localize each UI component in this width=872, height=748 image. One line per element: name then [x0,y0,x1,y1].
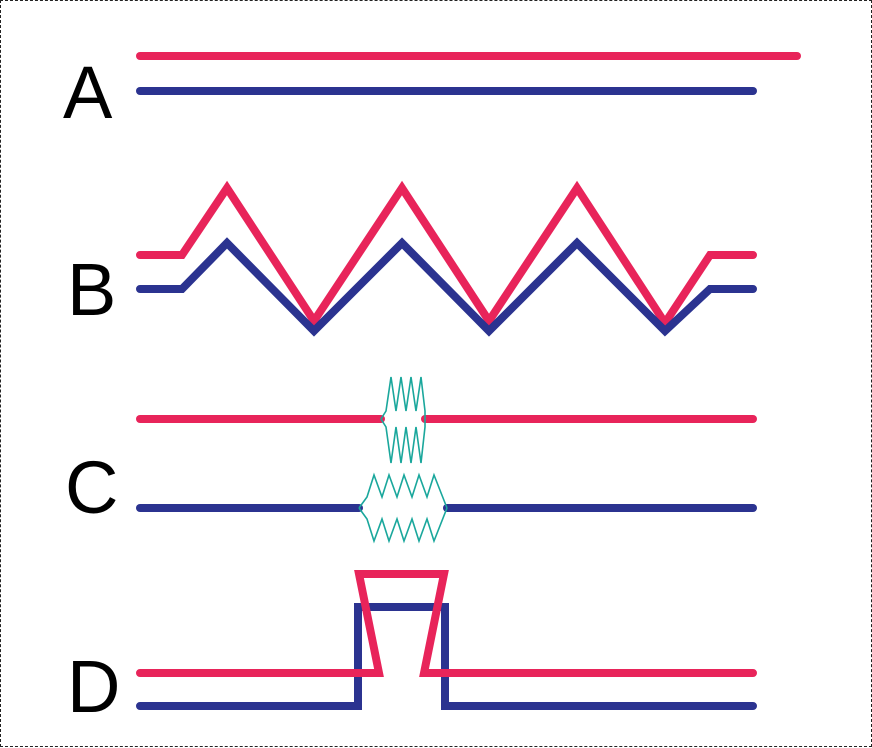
panel-d-red-bridge [136,570,757,677]
panel-d: D [67,570,757,728]
panel-c: C [65,376,757,544]
panel-label-d: D [67,645,120,728]
panel-b: B [67,180,757,337]
panel-c-red-spring-lower [380,418,426,464]
panel-c-blue-spring-lower [358,507,448,544]
panel-label-a: A [63,51,113,134]
panel-a: A [63,51,801,134]
panel-b-blue-zigzag [136,237,757,337]
panel-c-blue-spring-upper [358,472,448,509]
panel-label-c: C [65,446,118,529]
panel-b-red-zigzag [136,180,757,331]
panel-d-blue-bridge [136,603,757,710]
panel-c-red-spring-upper [380,376,426,420]
panel-label-b: B [67,248,116,331]
